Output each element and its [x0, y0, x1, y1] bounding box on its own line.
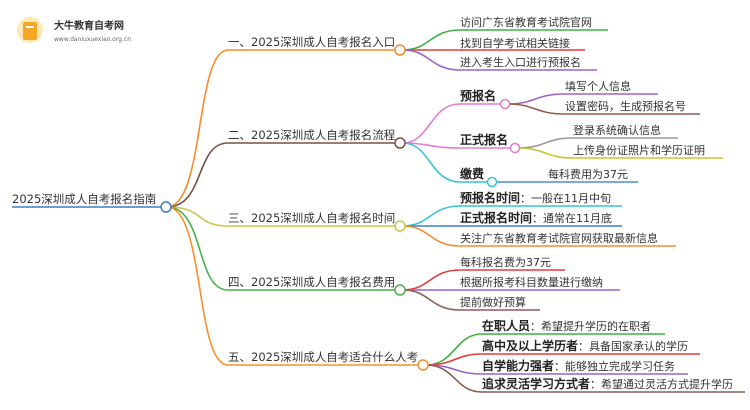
root-label: 2025深圳成人自考报名指南 — [12, 192, 156, 206]
leaf: 登录系统确认信息 — [573, 123, 661, 137]
leaf: 访问广东省教育考试院官网 — [460, 15, 592, 29]
subnode[interactable] — [486, 176, 498, 188]
subnode-label: 预报名 — [460, 88, 496, 103]
branch-4-node[interactable] — [394, 284, 406, 296]
subnode-label: 正式报名 — [460, 132, 508, 147]
leaf: 预报名时间：一般在11月中旬 — [460, 190, 611, 205]
edge-branch-3 — [166, 206, 397, 227]
edge — [402, 103, 502, 144]
branch-3-label[interactable]: 三、2025深圳成人自考报名时间 — [228, 211, 395, 225]
edge — [517, 147, 723, 159]
book-logo-icon — [17, 17, 43, 43]
leaf: 正式报名时间：通常在11月底 — [460, 210, 612, 225]
leaf: 自学能力强者：能够独立完成学习任务 — [482, 358, 675, 373]
leaf: 高中及以上学历者：具备国家承认的学历 — [482, 338, 688, 353]
branch-2-node[interactable] — [394, 137, 406, 149]
branch-5-label[interactable]: 五、2025深圳成人自考适合什么人考 — [228, 350, 418, 364]
edge-branch-5 — [166, 206, 420, 366]
leaf: 根据所报考科目数量进行缴纳 — [460, 275, 603, 289]
branch-1-node[interactable] — [394, 44, 406, 56]
edge — [402, 289, 540, 311]
edge-branch-2 — [166, 142, 397, 208]
leaf: 在职人员：希望提升学历的在职者 — [482, 318, 651, 333]
logo: 大牛教育自考网 www.daniuxuexiao.org.cn — [17, 17, 131, 43]
leaf: 设置密码，生成预报名号 — [565, 99, 686, 113]
subnode[interactable] — [499, 98, 511, 110]
edge-branch-4 — [166, 206, 397, 291]
branch-5-node[interactable] — [417, 359, 429, 371]
branch-2-label[interactable]: 二、2025深圳成人自考报名流程 — [228, 128, 396, 142]
subnode-label: 缴费 — [460, 166, 484, 181]
edge — [402, 225, 676, 247]
leaf: 进入考生入口进行预报名 — [460, 55, 581, 69]
leaf: 每科费用为37元 — [548, 167, 628, 181]
leaf: 填写个人信息 — [565, 79, 631, 93]
branch-3-node[interactable] — [394, 220, 406, 232]
logo-url: www.daniuxuexiao.org.cn — [54, 36, 131, 43]
root-node[interactable] — [160, 201, 172, 213]
branch-1-label[interactable]: 一、2025深圳成人自考报名入口 — [228, 35, 395, 49]
edge — [402, 49, 597, 71]
edge-branch-1 — [166, 49, 397, 208]
leaf: 提前做好预算 — [460, 295, 526, 309]
logo-name: 大牛教育自考网 — [54, 19, 124, 32]
branch-4-label[interactable]: 四、2025深圳成人自考报名费用 — [228, 275, 395, 289]
edge — [402, 142, 489, 183]
leaf: 每科报名费为37元 — [460, 255, 551, 269]
leaf: 上传身份证照片和学历证明 — [573, 143, 705, 157]
edge — [425, 364, 745, 393]
leaf: 关注广东省教育考试院官网获取最新信息 — [460, 231, 658, 245]
edge — [507, 103, 700, 115]
subnode[interactable] — [509, 142, 521, 154]
leaf: 追求灵活学习方式者：希望通过灵活方式提升学历 — [482, 376, 733, 391]
edge — [402, 142, 512, 149]
leaf: 找到自学考试相关链接 — [460, 36, 570, 50]
edge — [425, 333, 665, 366]
